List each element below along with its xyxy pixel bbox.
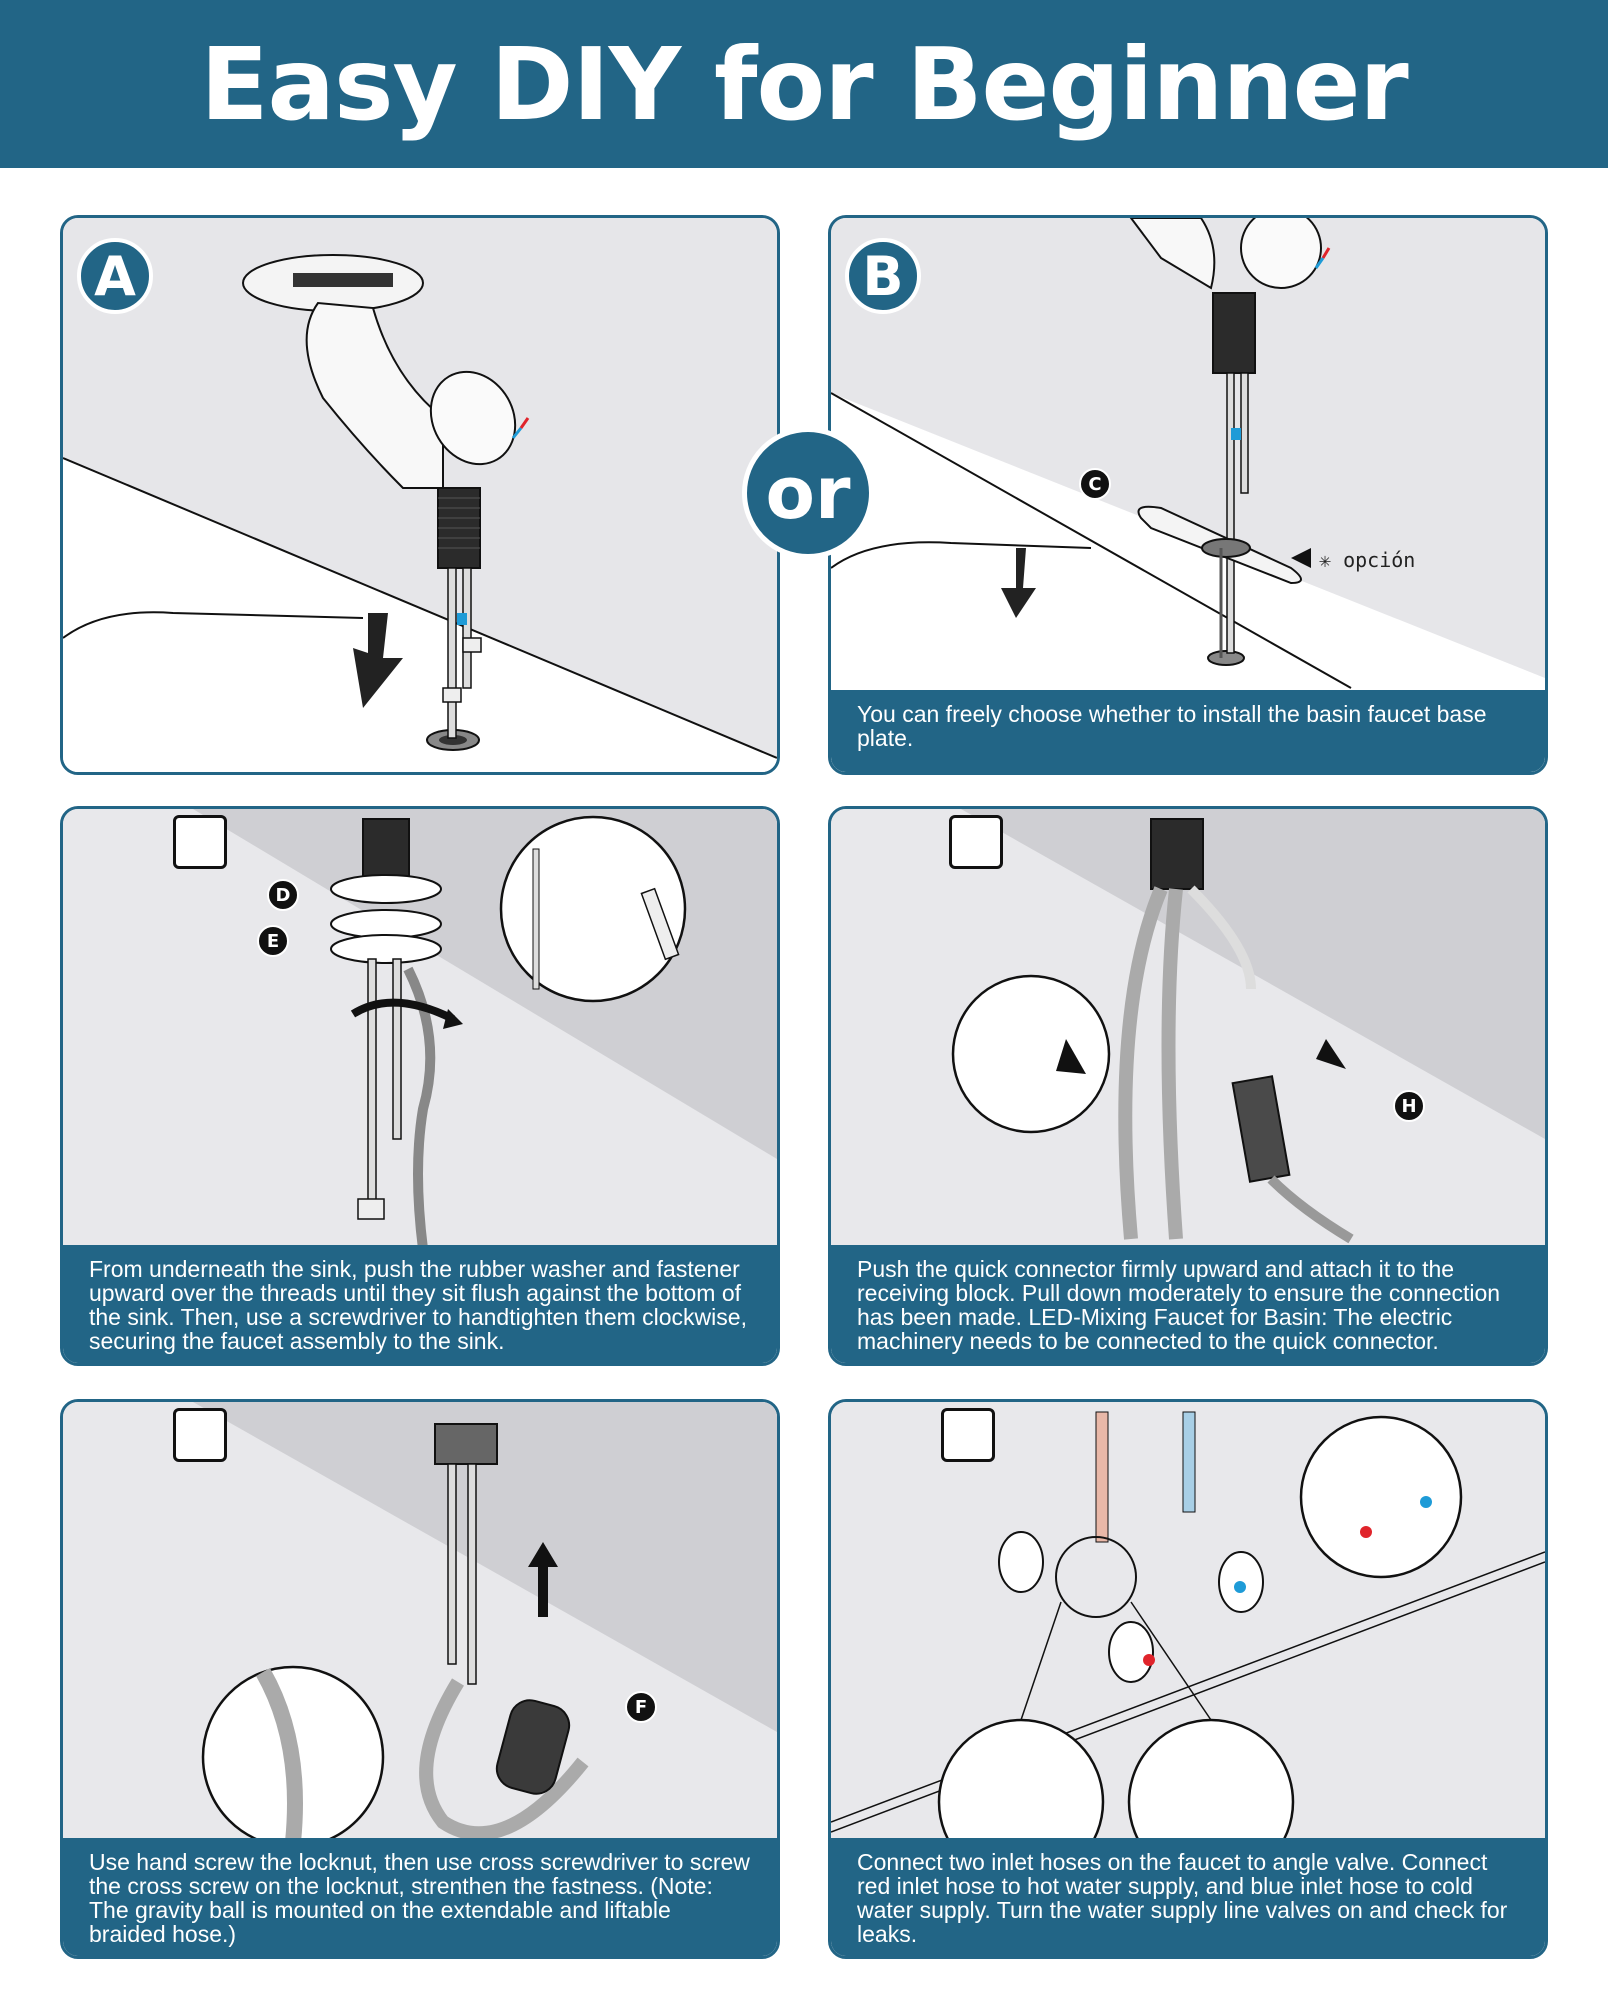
- caption-washer: From underneath the sink, push the rubbe…: [63, 1245, 777, 1363]
- callout-f: F: [625, 1691, 657, 1723]
- panel-a: A: [60, 215, 780, 775]
- panel-step-connector: H Push the quick connector firmly upward…: [828, 806, 1548, 1366]
- under-sink-tool-icon: [173, 815, 227, 869]
- caption-locknut: Use hand screw the locknut, then use cro…: [63, 1838, 777, 1956]
- option-note: ✳ opción: [1319, 548, 1416, 572]
- callout-h: H: [1393, 1090, 1425, 1122]
- panel-step-locknut: F Use hand screw the locknut, then use c…: [60, 1399, 780, 1959]
- under-sink-tool-icon: [949, 815, 1003, 869]
- callout-d: D: [267, 879, 299, 911]
- under-sink-tool-icon: [941, 1408, 995, 1462]
- page-header: Easy DIY for Beginner: [0, 0, 1608, 168]
- page-title: Easy DIY for Beginner: [200, 25, 1409, 143]
- under-sink-tool-icon: [173, 1408, 227, 1462]
- step-badge-b: B: [845, 238, 921, 314]
- panel-b: B C ✳ opción You can freely choose wheth…: [828, 215, 1548, 775]
- caption-inlet-hoses: Connect two inlet hoses on the faucet to…: [831, 1838, 1545, 1956]
- caption-connector: Push the quick connector firmly upward a…: [831, 1245, 1545, 1363]
- or-divider: or: [742, 427, 874, 559]
- faucet-illustration-a: [63, 218, 777, 772]
- callout-e: E: [257, 925, 289, 957]
- callout-c: C: [1079, 468, 1111, 500]
- panel-step-inlet-hoses: Connect two inlet hoses on the faucet to…: [828, 1399, 1548, 1959]
- panel-step-washer: D E From underneath the sink, push the r…: [60, 806, 780, 1366]
- step-badge-a: A: [77, 238, 153, 314]
- caption-b: You can freely choose whether to install…: [831, 690, 1545, 772]
- faucet-illustration-b: [831, 218, 1545, 772]
